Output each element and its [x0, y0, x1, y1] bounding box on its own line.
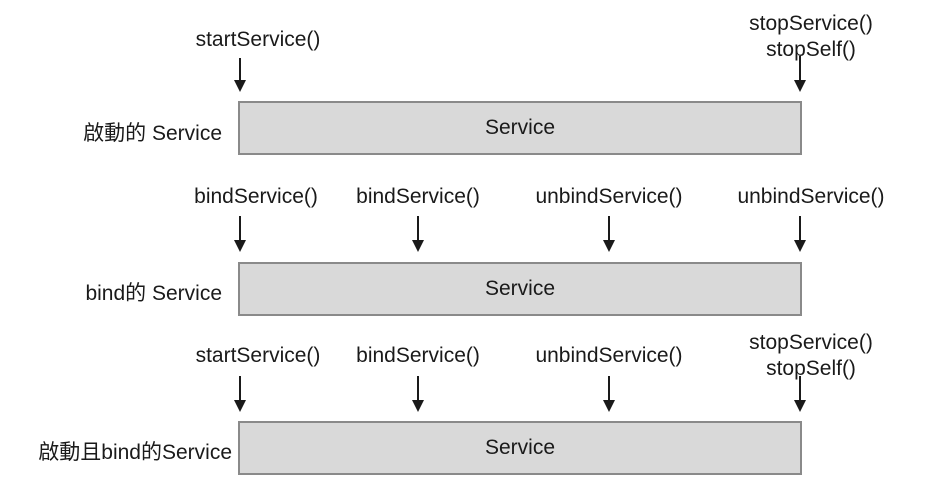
arrow-bind-service-3	[412, 376, 424, 412]
call-unbind-service-2: unbindService()	[737, 185, 885, 208]
call-stop-service-2: stopService() stopSelf()	[749, 331, 873, 380]
arrow-start-service	[234, 58, 246, 92]
arrow-bind-service-1	[234, 216, 246, 252]
service-box-bound: Service	[238, 262, 802, 316]
arrow-start-service-2	[234, 376, 246, 412]
call-bind-service-3: bindService()	[356, 344, 480, 367]
call-bind-service-2: bindService()	[356, 185, 480, 208]
arrow-stop-service	[794, 56, 806, 92]
row-label-bound: bind的 Service	[85, 282, 222, 305]
row-label-started: 啟動的 Service	[83, 122, 222, 145]
arrow-unbind-service-2	[794, 216, 806, 252]
call-stop-service: stopService() stopSelf()	[749, 12, 873, 61]
arrow-unbind-service-3	[603, 376, 615, 412]
call-unbind-service-3: unbindService()	[535, 344, 683, 367]
call-bind-service-1: bindService()	[194, 185, 318, 208]
row-label-started-and-bound: 啟動且bind的Service	[38, 441, 232, 464]
call-start-service-2: startService()	[195, 344, 321, 367]
arrow-unbind-service-1	[603, 216, 615, 252]
call-start-service: startService()	[195, 28, 321, 51]
arrow-stop-service-2	[794, 376, 806, 412]
service-box-started-and-bound: Service	[238, 421, 802, 475]
service-box-started: Service	[238, 101, 802, 155]
call-unbind-service-1: unbindService()	[535, 185, 683, 208]
arrow-bind-service-2	[412, 216, 424, 252]
